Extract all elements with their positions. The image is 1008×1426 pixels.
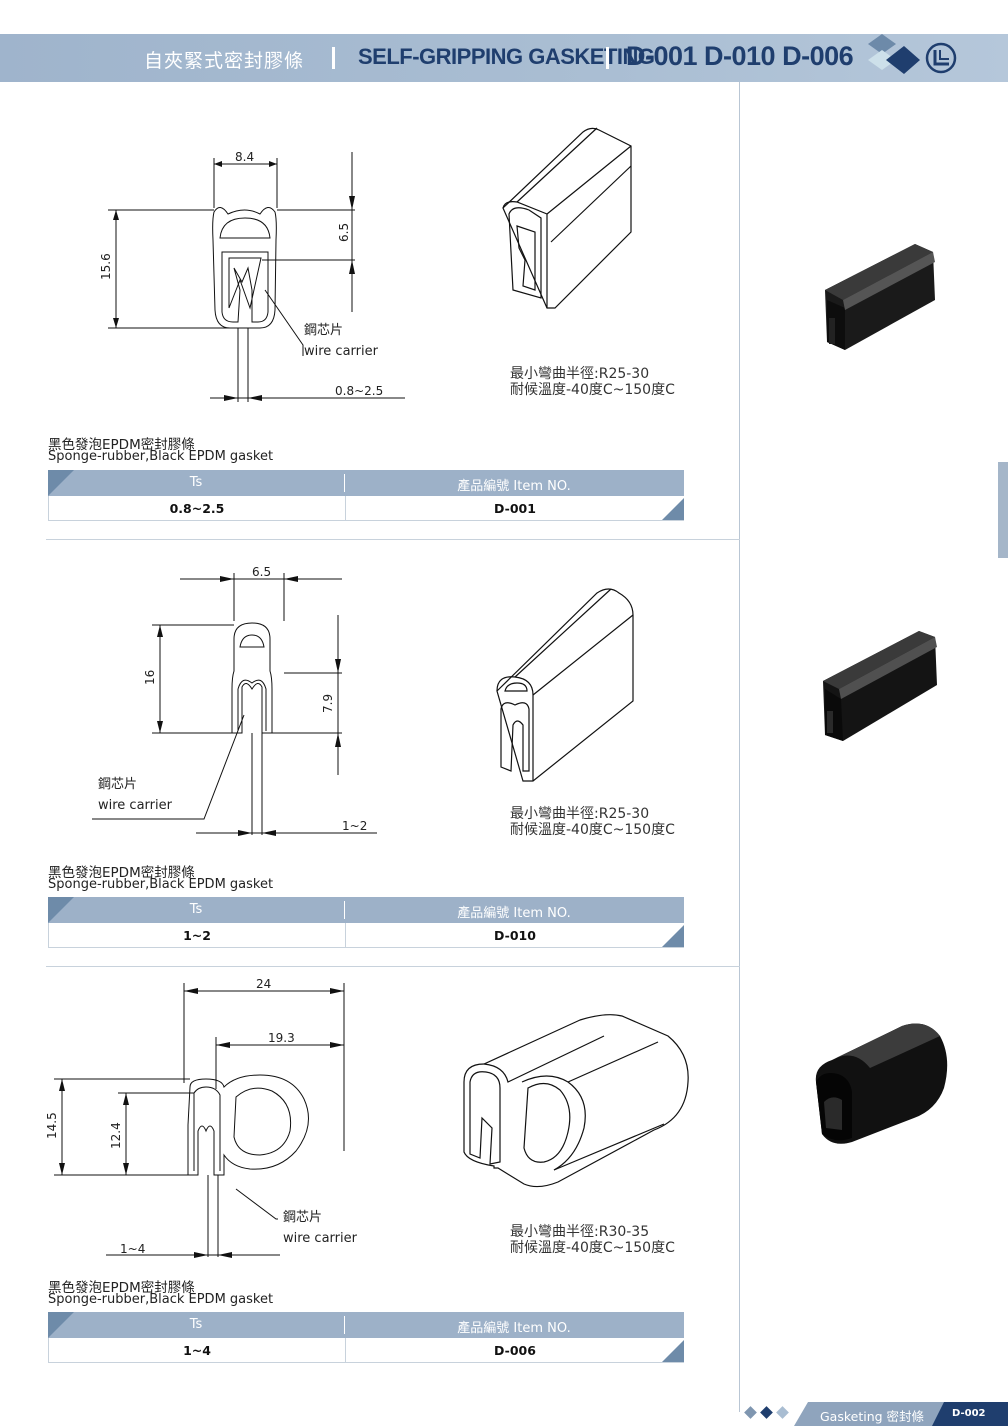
table-row: 1~2 D-010: [48, 923, 684, 948]
header-separator: [606, 47, 609, 69]
bend-radius-note: 最小彎曲半徑:R25-30: [510, 806, 650, 822]
title-codes: D-001 D-010 D-006: [626, 41, 854, 71]
page-footer: Gasketing 密封條 D-002: [742, 1402, 1008, 1426]
spec-notes-d006: 最小彎曲半徑:R30-35 耐候溫度-40度C~150度C: [510, 1224, 675, 1256]
dim-height: 16: [143, 670, 157, 685]
wire-carrier-label-cn: 鋼芯片: [304, 323, 343, 338]
section-divider: [46, 539, 740, 540]
dim-height: 15.6: [99, 253, 113, 280]
title-english: SELF-GRIPPING GASKETING: [358, 44, 655, 69]
footer-label: Gasketing 密封條: [820, 1409, 925, 1424]
column-divider: [739, 82, 740, 1412]
section-divider: [46, 966, 740, 967]
material-en: Sponge-rubber,Black EPDM gasket: [48, 877, 274, 892]
wire-carrier-label-en: wire carrier: [98, 798, 173, 813]
wire-carrier-label-cn: 鋼芯片: [283, 1210, 322, 1225]
dim-width-inner: 19.3: [268, 1031, 295, 1045]
dim-inner: 12.4: [109, 1122, 123, 1149]
temperature-note: 耐候溫度-40度C~150度C: [510, 822, 675, 838]
dim-inner: 6.5: [337, 223, 351, 242]
spec-notes-d001: 最小彎曲半徑:R25-30 耐候溫度-40度C~150度C: [510, 366, 675, 398]
material-cn: 黑色發泡EPDM密封膠條: [48, 437, 195, 453]
isometric-drawing-d001: [502, 127, 632, 309]
cell-item-no: D-001: [494, 501, 536, 516]
col-item-no: 產品編號 Item NO.: [457, 906, 571, 921]
col-ts: Ts: [189, 1317, 203, 1332]
spec-table-d010: Ts 產品編號 Item NO. 1~2 D-010: [48, 897, 684, 948]
page-number: D-002: [952, 1408, 986, 1419]
product-photo-d010: [823, 631, 937, 741]
dim-range: 0.8~2.5: [335, 384, 383, 398]
temperature-note: 耐候溫度-40度C~150度C: [510, 382, 675, 398]
title-chinese: 自夾緊式密封膠條: [144, 50, 305, 72]
cell-ts: 0.8~2.5: [169, 501, 225, 516]
header-separator: [332, 47, 335, 69]
wire-carrier-label-en: wire carrier: [304, 344, 379, 359]
col-item-no: 產品編號 Item NO.: [457, 1321, 571, 1336]
cell-ts: 1~2: [183, 928, 211, 943]
temperature-note: 耐候溫度-40度C~150度C: [510, 1240, 675, 1256]
col-ts: Ts: [189, 475, 203, 490]
dim-width: 8.4: [235, 150, 254, 164]
table-row: 1~4 D-006: [48, 1338, 684, 1363]
table-header: Ts 產品編號 Item NO.: [48, 897, 684, 923]
dim-inner: 7.9: [321, 694, 335, 713]
cell-ts: 1~4: [183, 1343, 211, 1358]
side-tab: [998, 462, 1008, 558]
material-cn: 黑色發泡EPDM密封膠條: [48, 1280, 195, 1296]
dim-height: 14.5: [45, 1112, 59, 1139]
footer-diamond-icon: [760, 1406, 773, 1419]
wire-carrier-label-cn: 鋼芯片: [98, 777, 137, 792]
spec-notes-d010: 最小彎曲半徑:R25-30 耐候溫度-40度C~150度C: [510, 806, 675, 838]
spec-table-d001: Ts 產品編號 Item NO. 0.8~2.5 D-001: [48, 470, 684, 521]
technical-drawing-d010: 6.5 16 7.9 1~2 鋼芯片 wire carrier: [92, 565, 377, 836]
dim-range: 1~4: [120, 1242, 145, 1256]
page-number-badge: D-002: [932, 1402, 1008, 1426]
footer-diamond-icon: [744, 1406, 757, 1419]
product-photo-d001: [825, 244, 935, 350]
table-header: Ts 產品編號 Item NO.: [48, 1312, 684, 1338]
dim-width: 6.5: [252, 565, 271, 579]
isometric-drawing-d006: [463, 1014, 689, 1188]
isometric-drawing-d010: [496, 588, 634, 782]
technical-drawing-d006: 24 19.3 14.5 12.4 1~4 鋼芯片 wire carrier: [45, 977, 358, 1258]
cell-item-no: D-010: [494, 928, 536, 943]
bend-radius-note: 最小彎曲半徑:R30-35: [510, 1224, 650, 1240]
diamond-logo-icon: [868, 34, 920, 74]
dim-width: 24: [256, 977, 271, 991]
bend-radius-note: 最小彎曲半徑:R25-30: [510, 366, 650, 382]
table-header: Ts 產品編號 Item NO.: [48, 470, 684, 496]
company-logo-icon: [925, 42, 957, 74]
col-item-no: 產品編號 Item NO.: [457, 479, 571, 494]
dim-range: 1~2: [342, 819, 367, 833]
material-cn: 黑色發泡EPDM密封膠條: [48, 865, 195, 881]
wire-carrier-label-en: wire carrier: [283, 1231, 358, 1246]
col-ts: Ts: [189, 902, 203, 917]
material-en: Sponge-rubber,Black EPDM gasket: [48, 449, 274, 464]
page-header: 自夾緊式密封膠條 SELF-GRIPPING GASKETING D-001 D…: [0, 34, 1008, 82]
table-row: 0.8~2.5 D-001: [48, 496, 684, 521]
spec-table-d006: Ts 產品編號 Item NO. 1~4 D-006: [48, 1312, 684, 1363]
footer-diamond-icon: [776, 1406, 789, 1419]
technical-drawing-d001: 8.4 15.6 6.5 0.8~2.5 鋼芯片 wire carrier: [99, 150, 405, 402]
product-photo-d006: [815, 1023, 948, 1144]
material-en: Sponge-rubber,Black EPDM gasket: [48, 1292, 274, 1307]
cell-item-no: D-006: [494, 1343, 536, 1358]
